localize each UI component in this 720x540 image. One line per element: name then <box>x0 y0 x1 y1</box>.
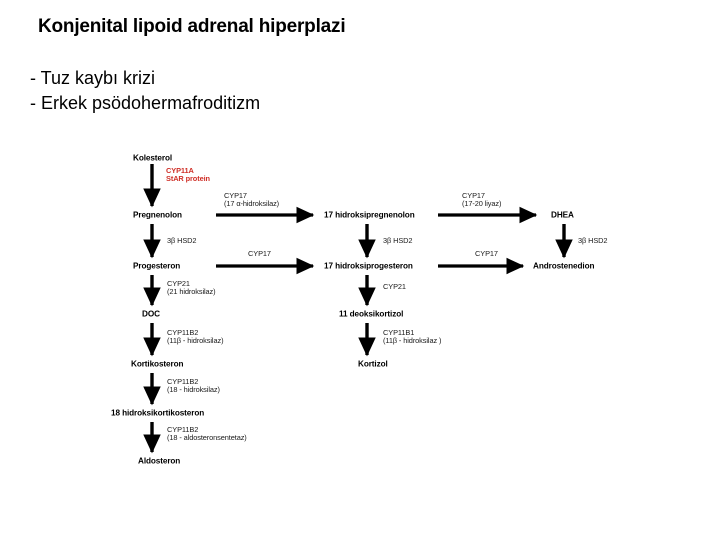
node-dhea: DHEA <box>551 210 574 220</box>
enzyme-line: CYP11B1 <box>383 328 415 337</box>
enzyme-line: CYP17 <box>224 191 247 200</box>
enzyme-line: CYP11B2 <box>167 425 199 434</box>
bullet-item-0: - Tuz kaybı krizi <box>30 68 156 88</box>
enzyme-line: CYP11B2 <box>167 328 199 337</box>
enzyme-label-cyp17-17ohp: CYP17 <box>475 249 498 258</box>
enzyme-line: (11β - hidroksilaz ) <box>383 336 442 346</box>
enzyme-line: (17 α-hidroksilaz) <box>224 199 280 209</box>
enzyme-label-cyp17-17a-oh: CYP17(17 α-hidroksilaz) <box>224 191 280 209</box>
enzyme-label-cyp21-prog-doc: CYP21(21 hidroksilaz) <box>167 279 216 297</box>
node-kortikosteron: Kortikosteron <box>131 359 184 369</box>
enzyme-line: 3β HSD2 <box>383 236 413 245</box>
bullet-item-1: - Erkek psödohermafroditizm <box>30 93 261 113</box>
enzyme-line: (21 hidroksilaz) <box>167 287 216 297</box>
enzyme-line: 3β HSD2 <box>578 236 608 245</box>
enzyme-line: StAR protein <box>166 174 210 184</box>
enzyme-label-hsd2-preg-prog: 3β HSD2 <box>167 236 197 245</box>
enzyme-label-hsd2-dhea: 3β HSD2 <box>578 236 608 245</box>
node-pregnenolon: Pregnenolon <box>133 210 182 220</box>
node-kortizol: Kortizol <box>358 359 388 369</box>
node-17-hidroksipregnenolon: 17 hidroksipregnenolon <box>324 210 415 220</box>
enzyme-label-cyp11b2-aldo: CYP11B2(18 - aldosteronsentetaz) <box>167 425 247 443</box>
bullet-list: - Tuz kaybı krizi - Erkek psödohermafrod… <box>30 66 260 116</box>
enzyme-line: CYP21 <box>167 279 190 288</box>
node-17-hidroksiprogesteron: 17 hidroksiprogesteron <box>324 261 413 271</box>
node-kolesterol: Kolesterol <box>133 153 173 163</box>
enzyme-label-cyp11b2-18-oh: CYP11B2(18 - hidroksilaz) <box>167 377 220 395</box>
enzyme-line: CYP17 <box>248 249 271 258</box>
node-18-hidroksikortikosteron: 18 hidroksikortikosteron <box>111 408 205 418</box>
enzyme-line: (11β - hidroksilaz) <box>167 336 224 346</box>
enzyme-line: (18 - hidroksilaz) <box>167 385 220 395</box>
enzyme-line: CYP11B2 <box>167 377 199 386</box>
node-androstenedion: Androstenedion <box>533 261 595 271</box>
enzyme-label-hsd2-17oh: 3β HSD2 <box>383 236 413 245</box>
node-11-deoksikortizol: 11 deoksikortizol <box>339 309 404 319</box>
enzyme-label-cyp11b1-kortizol: CYP11B1(11β - hidroksilaz ) <box>383 328 442 346</box>
node-doc: DOC <box>142 309 160 319</box>
enzyme-label-cyp11b2-doc-kort: CYP11B2(11β - hidroksilaz) <box>167 328 224 346</box>
node-aldosteron: Aldosteron <box>138 456 181 466</box>
enzyme-line: CYP17 <box>462 191 485 200</box>
enzyme-line: (17-20 liyaz) <box>462 199 502 209</box>
enzyme-line: CYP17 <box>475 249 498 258</box>
enzyme-label-cyp17-1720-liyaz: CYP17(17-20 liyaz) <box>462 191 502 209</box>
page-title: Konjenital lipoid adrenal hiperplazi <box>38 16 346 37</box>
node-progesteron: Progesteron <box>133 261 181 271</box>
enzyme-label-cyp21-17ohp: CYP21 <box>383 282 406 291</box>
enzyme-line: CYP21 <box>383 282 406 291</box>
enzyme-label-cyp17-prog: CYP17 <box>248 249 271 258</box>
enzyme-line: 3β HSD2 <box>167 236 197 245</box>
enzyme-line: (18 - aldosteronsentetaz) <box>167 433 247 443</box>
enzyme-line: CYP11A <box>166 166 194 175</box>
